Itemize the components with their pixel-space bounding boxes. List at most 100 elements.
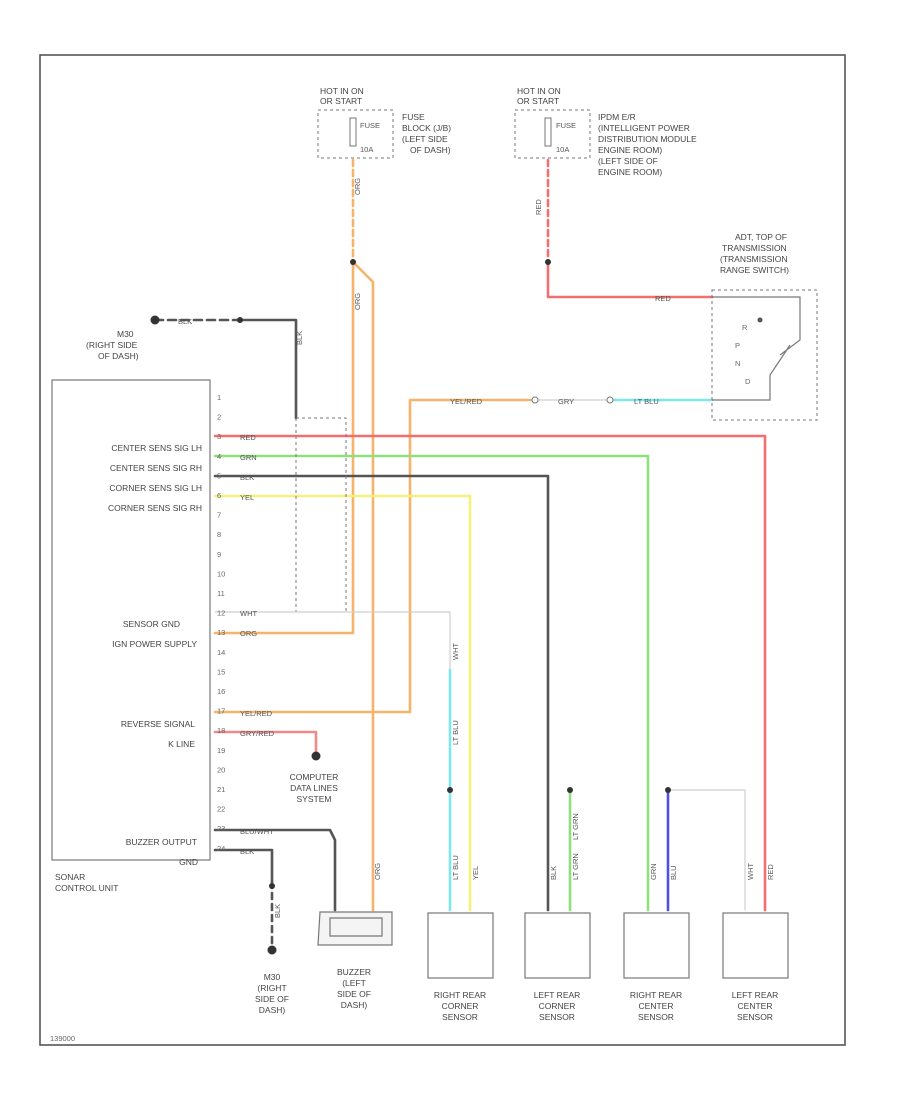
- ground-top-loc-2: OF DASH): [98, 351, 139, 361]
- sensor-left-rear-center: LEFT REAR CENTER SENSOR WHT RED: [722, 863, 789, 1022]
- cu-pin-1: 1: [217, 393, 221, 402]
- range-switch-mark-d: D: [745, 377, 751, 386]
- pin-wire-4: GRN: [240, 453, 257, 462]
- control-unit: CENTER SENS SIG LH CENTER SENS SIG RH CO…: [51, 379, 275, 893]
- fuse-left-loc-1: BLOCK (J/B): [402, 123, 451, 133]
- data-lines-terminal: [311, 751, 321, 761]
- data-lines-label-0: COMPUTER: [290, 772, 339, 782]
- sensor-label-0: RIGHT REAR: [434, 990, 486, 1000]
- wire-wht-p12: [215, 611, 451, 670]
- cu-pin-3: 3: [217, 432, 221, 441]
- fuse-left-box: [317, 109, 394, 159]
- sensor-label-2: SENSOR: [442, 1012, 478, 1022]
- fuse-right-loc-4: (LEFT SIDE OF: [598, 156, 658, 166]
- range-switch-wire-gry: GRY: [558, 397, 574, 406]
- ground-bottom-symbol: [267, 945, 277, 955]
- range-switch-mark-p: P: [735, 341, 740, 350]
- pin-wire-18: GRY/RED: [240, 729, 275, 738]
- fuse-right-hot2: OR START: [517, 96, 559, 106]
- splice-org: [350, 259, 356, 265]
- fuse-right-loc-2: DISTRIBUTION MODULE: [598, 134, 697, 144]
- cu-pin-12: 12: [217, 609, 225, 618]
- buzzer-label-0: BUZZER: [337, 967, 371, 977]
- fuse-left-hot2: OR START: [320, 96, 362, 106]
- ground-bottom-loc-3: DASH): [259, 1005, 286, 1015]
- range-switch-label-1: TRANSMISSION: [722, 243, 787, 253]
- cu-pin-18: 18: [217, 726, 225, 735]
- wire-red-to-switch: [546, 258, 714, 299]
- range-switch-label-0: ADT, TOP OF: [735, 232, 787, 242]
- splices: [237, 259, 671, 889]
- cu-func-ign: IGN POWER SUPPLY: [112, 639, 197, 649]
- cu-pin-4: 4: [217, 452, 221, 461]
- cu-pin-10: 10: [217, 569, 225, 578]
- buzzer-label-1: (LEFT: [342, 978, 366, 988]
- wire-wht-center: [668, 789, 746, 910]
- footer-code: 139000: [50, 1034, 75, 1043]
- control-unit-pin-wires: RED GRN BLK YEL WHT ORG YEL/RED GRY/RED …: [240, 433, 275, 856]
- buzzer-label-2: SIDE OF: [337, 989, 371, 999]
- splice-blu: [665, 787, 671, 793]
- vlabel-org: ORG: [353, 293, 362, 310]
- fuse-left-loc-0: FUSE: [402, 112, 425, 122]
- splice-ltgrn: [567, 787, 573, 793]
- pin-wire-6: YEL: [240, 493, 254, 502]
- fuse-right-loc-1: (INTELLIGENT POWER: [598, 123, 690, 133]
- sensor-box: [524, 912, 591, 979]
- sensors: RIGHT REAR CORNER SENSOR LT BLU YEL LEFT…: [427, 853, 789, 1022]
- range-switch-wire-red: RED: [655, 294, 671, 303]
- ground-top-terminal: [150, 315, 160, 325]
- cu-pin-8: 8: [217, 530, 221, 539]
- range-switch-contact: [712, 296, 801, 401]
- cu-func-corner-lh: CORNER SENS SIG LH: [109, 483, 202, 493]
- sensor-label-1: CORNER: [442, 1001, 479, 1011]
- pin-wire-17: YEL/RED: [240, 709, 273, 718]
- ground-bottom: BLK M30 (RIGHT SIDE OF DASH): [255, 904, 289, 1015]
- pin-wire-13: ORG: [240, 629, 257, 638]
- wire-gryred-kline: [213, 730, 318, 754]
- fuse-right-element: [544, 117, 552, 147]
- ground-bottom-wire-label: BLK: [273, 904, 282, 918]
- cu-func-center-lh: CENTER SENS SIG LH: [111, 443, 202, 453]
- control-unit-functions: CENTER SENS SIG LH CENTER SENS SIG RH CO…: [108, 443, 202, 867]
- range-switch-box: [711, 289, 818, 421]
- cu-pin-5: 5: [217, 471, 221, 480]
- cu-pin-9: 9: [217, 550, 221, 559]
- splice-red: [545, 259, 551, 265]
- sensor-wire-0: BLK: [549, 866, 558, 880]
- vlabel-blk: BLK: [295, 331, 304, 345]
- cu-pin-21: 21: [217, 785, 225, 794]
- cu-pin-23: 23: [217, 824, 225, 833]
- sensor-left-rear-corner: LEFT REAR CORNER SENSOR BLK LT GRN: [524, 853, 591, 1022]
- cu-pin-6: 6: [217, 491, 221, 500]
- cu-func-sensor-gnd: SENSOR GND: [123, 619, 180, 629]
- buzzer-wire-label: ORG: [373, 863, 382, 880]
- ground-bottom-loc-2: SIDE OF: [255, 994, 289, 1004]
- cu-func-reverse: REVERSE SIGNAL: [121, 719, 195, 729]
- buzzer-label-3: DASH): [341, 1000, 368, 1010]
- range-switch-wire-yelred: YEL/RED: [450, 397, 483, 406]
- sensor-label-2: SENSOR: [737, 1012, 773, 1022]
- splice-blk-bottom: [269, 883, 275, 889]
- sensor-wire-1: RED: [766, 864, 775, 880]
- fuse-right-hot: HOT IN ON: [517, 86, 561, 96]
- ground-top-symbol: [150, 315, 160, 325]
- wire-blk-p5: [213, 474, 550, 912]
- fuse-left-amp: 10A: [360, 145, 373, 154]
- range-switch-label-3: RANGE SWITCH): [720, 265, 789, 275]
- ground-top-loc-0: M30: [117, 329, 134, 339]
- fuse-right-loc-3: ENGINE ROOM): [598, 145, 662, 155]
- ground-bottom-terminal: [267, 945, 277, 955]
- sensor-right-rear-center: RIGHT REAR CENTER SENSOR GRN BLU: [623, 863, 690, 1022]
- ground-top-loc-1: (RIGHT SIDE: [86, 340, 138, 350]
- splice-blk-top: [237, 317, 243, 323]
- sensor-right-rear-corner: RIGHT REAR CORNER SENSOR LT BLU YEL: [427, 855, 494, 1022]
- range-switch-terminal: [757, 317, 763, 323]
- range-switch: ADT, TOP OF TRANSMISSION (TRANSMISSION R…: [450, 232, 818, 421]
- sensor-label-1: CORNER: [539, 1001, 576, 1011]
- fuse-left-loc-3: OF DASH): [410, 145, 451, 155]
- vlabel-wht: WHT: [451, 643, 460, 660]
- fuse-right-amp: 10A: [556, 145, 569, 154]
- cu-pin-22: 22: [217, 805, 225, 814]
